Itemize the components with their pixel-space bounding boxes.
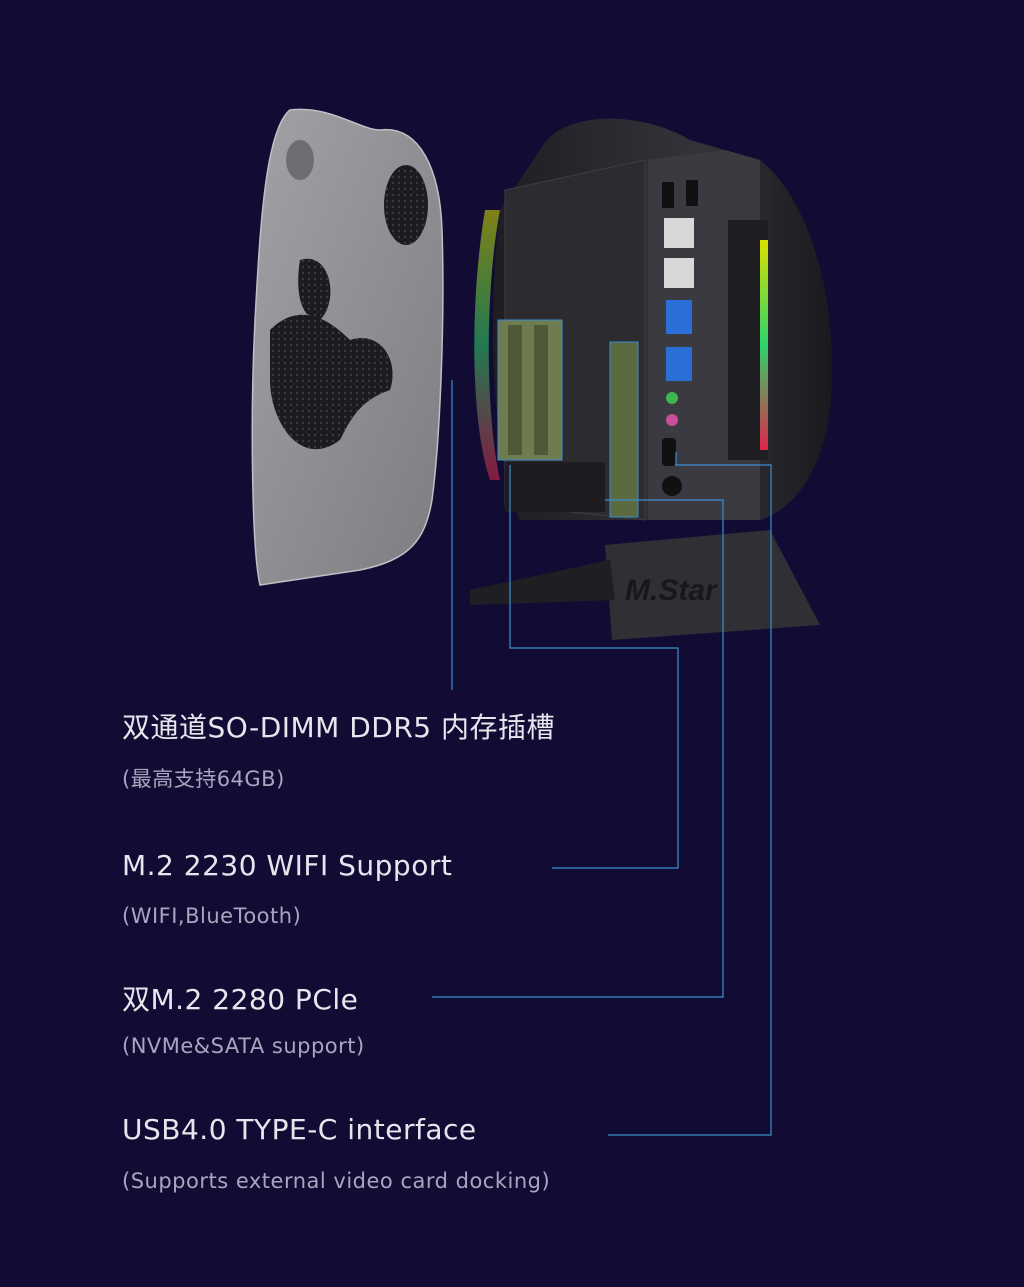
feature-m2-title: 双M.2 2280 PCle — [122, 983, 359, 1016]
usb4-callout-line — [608, 452, 772, 1136]
feature-wifi-subtitle: (WIFI,BlueTooth) — [122, 904, 302, 928]
feature-usb4-title: USB4.0 TYPE-C interface — [122, 1113, 477, 1146]
mini-pc-chassis: M.Star — [470, 118, 832, 640]
stand-brand-text: M.Star — [625, 574, 719, 607]
feature-usb4-subtitle: (Supports external video card docking) — [122, 1169, 551, 1193]
feature-ram-subtitle: (最高支持64GB) — [122, 767, 285, 791]
m2-callout-line — [432, 499, 724, 998]
feature-ram-title: 双通道SO-DIMM DDR5 内存插槽 — [122, 711, 556, 744]
side-panel — [251, 108, 444, 586]
wifi-callout-line — [509, 465, 679, 869]
callout-lines — [432, 380, 772, 1136]
feature-wifi-title: M.2 2230 WIFI Support — [122, 849, 453, 882]
feature-m2-subtitle: (NVMe&SATA support) — [122, 1034, 365, 1058]
